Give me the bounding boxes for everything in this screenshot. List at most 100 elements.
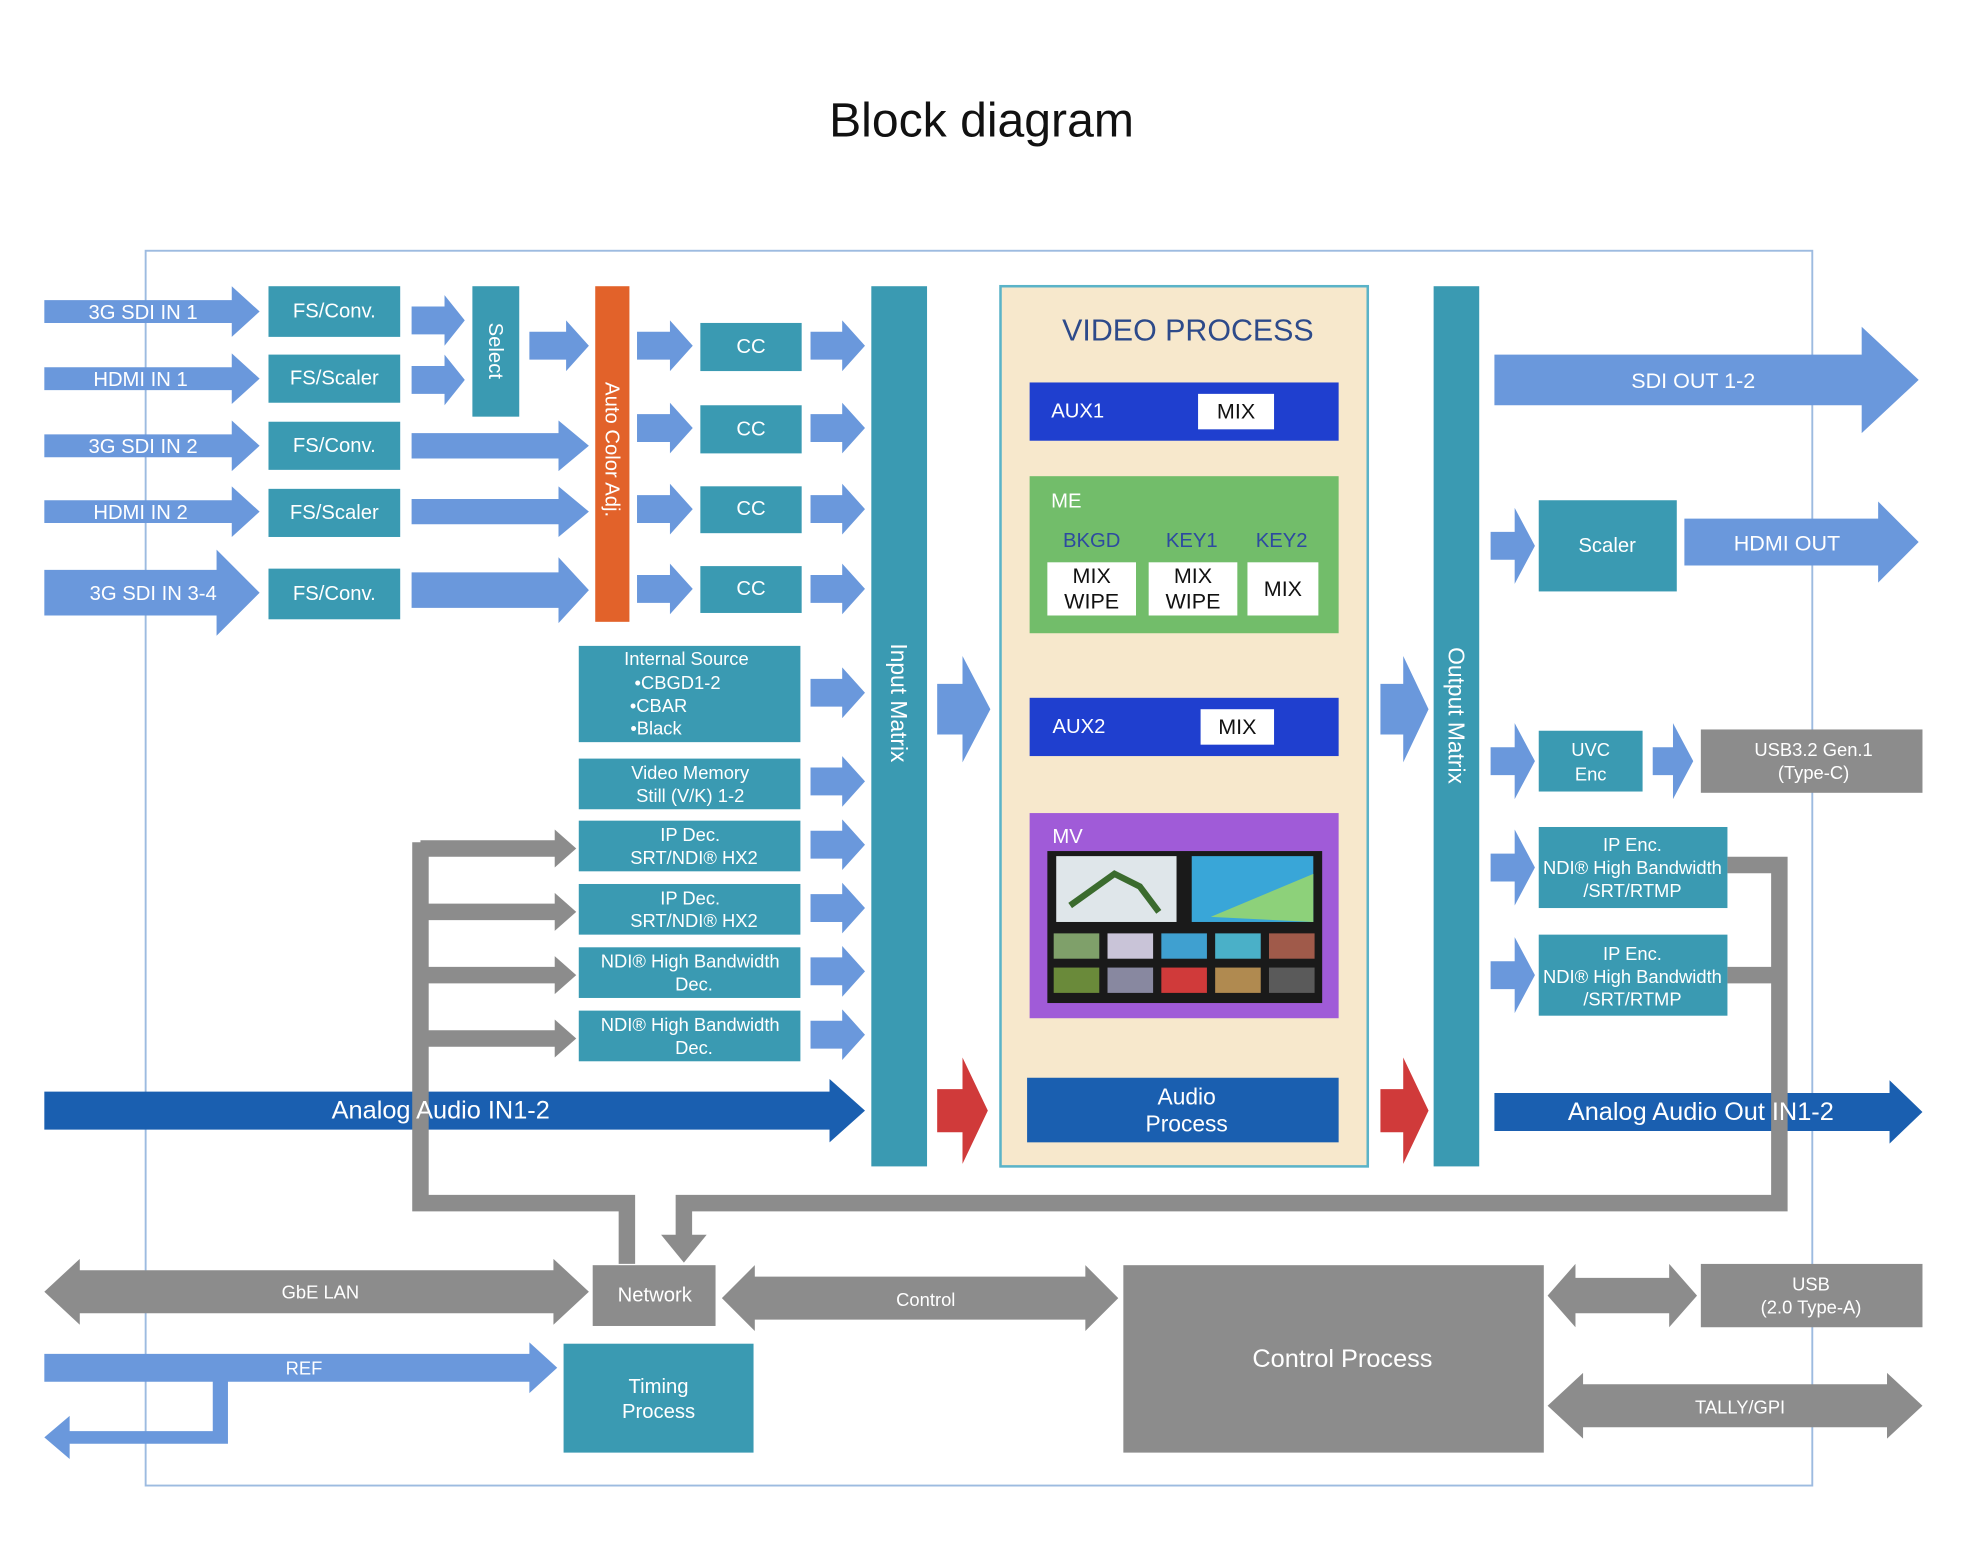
mv-tile-small [1268,967,1315,993]
uvc-enc-label: Enc [1575,763,1607,784]
video-memory-label: Video Memory [631,762,750,783]
encoder-network-line [675,856,1788,1248]
ip-enc-label: /SRT/RTMP [1583,989,1681,1010]
converter-box [268,354,401,403]
mv-tile-small [1161,967,1207,993]
hdmi-out-label: HDMI OUT [1734,531,1840,555]
internal-source-box [578,645,801,743]
input-label-3g-sdi-in-1: 3G SDI IN 1 [89,302,198,324]
sdi-out-label: SDI OUT 1-2 [1631,369,1755,393]
arrow [411,557,589,624]
ip-enc-label: IP Enc. [1603,834,1662,855]
control-label: Control [896,1289,955,1310]
cc-box [700,566,802,613]
arrow [637,320,693,372]
key1-mode-box [1148,562,1238,616]
input-label-hdmi-in-1: HDMI IN 1 [93,369,188,391]
internal-source-title: Internal Source [624,648,749,669]
arrowhead [554,829,577,868]
hdmi-out-arrow [1684,501,1919,583]
audio-process-block [1027,1077,1339,1143]
athlete-shape [1068,870,1162,914]
video-process: VIDEO PROCESS AUX1 MIX ME BKGD KEY1 KEY2… [999,284,1370,1168]
cc-label: CC [736,578,765,600]
ip-enc-label: NDI® High Bandwidth [1543,857,1722,878]
audio-process-label: Process [1146,1110,1228,1136]
arrow [810,563,865,615]
usb3-port-box[interactable] [1700,729,1923,793]
converter-box [268,568,401,620]
control-arrow [721,1265,1119,1332]
converter-label: FS/Conv. [293,583,376,605]
video-to-matrix-arrow [1380,656,1429,763]
network-box [592,1265,716,1326]
video-process-title: VIDEO PROCESS [1062,314,1314,348]
mv-tile-small [1107,967,1154,993]
audio-in-arrow [44,1079,865,1143]
video-memory-label: Still (V/K) 1-2 [636,785,744,806]
arrow [637,563,693,615]
input-arrow [44,549,260,636]
ref-arrow [44,1342,558,1394]
me-label: ME [1051,491,1081,513]
audio-link-arrow [937,1057,988,1164]
arrow [810,483,865,535]
mv-tile-small [1107,933,1154,959]
ndi-dec-box [578,947,801,998]
arrow [411,354,465,406]
sdi-out-arrow [1494,326,1919,434]
cc-label: CC [736,498,765,520]
audio-process-label: Audio [1158,1084,1216,1110]
arrow [411,295,465,346]
arrow [810,756,865,807]
cc-box [700,405,802,454]
network-links [412,840,1788,1264]
analog-audio-in-label: Analog Audio IN1-2 [332,1097,550,1125]
ndi-dec-label: NDI® High Bandwidth [601,951,780,972]
usb-arrow [1547,1263,1698,1328]
arrow [1490,507,1535,584]
me-column-key2: KEY2 [1256,530,1308,552]
auto-color-adj-label: Auto Color Adj. [601,382,623,517]
timing-process-label: Process [622,1401,695,1423]
cc-box [700,322,802,372]
internal-source-item: •CBAR [630,695,687,716]
timing-process-label: Timing [629,1376,689,1398]
control-process-box [1123,1265,1544,1453]
usb-port-label: USB [1792,1274,1830,1295]
network-label: Network [618,1285,693,1307]
input-label-3g-sdi-in-2: 3G SDI IN 2 [89,436,198,458]
analog-audio-out-label: Analog Audio Out IN1-2 [1568,1098,1834,1126]
input-matrix [871,286,928,1167]
ndi-dec-label: NDI® High Bandwidth [601,1014,780,1035]
aux2-mix-box [1200,709,1275,745]
input-matrix-label: Input Matrix [886,643,912,763]
ndi-dec-label: Dec. [675,974,713,995]
arrow [1490,937,1535,1014]
arrow [810,819,865,871]
bkgd-mode: WIPE [1064,590,1119,614]
converter-label: FS/Scaler [290,368,379,390]
arrow [637,483,693,535]
key2-mode-box [1247,562,1319,616]
ip-dec-box [578,820,801,872]
arrow [411,420,589,472]
input-arrow [44,286,260,337]
network-arrowheads [554,829,707,1263]
ndi-dec-box [578,1010,801,1062]
arrows-layer [44,286,1923,1459]
select-label: Select [484,323,506,380]
arrow [810,1009,865,1061]
input-arrow [44,353,260,404]
ip-enc-box [1538,934,1728,1016]
usb-port-box[interactable] [1700,1263,1923,1328]
mv-small-tiles [1053,933,1315,993]
arrow [1490,829,1535,906]
usb-port-label: (2.0 Type-A) [1761,1296,1862,1317]
mv-tile-small [1215,967,1261,993]
page-title: Block diagram [829,93,1134,147]
cc-box [700,486,802,534]
audio-out-arrow [1494,1080,1923,1144]
arrow [810,320,865,372]
